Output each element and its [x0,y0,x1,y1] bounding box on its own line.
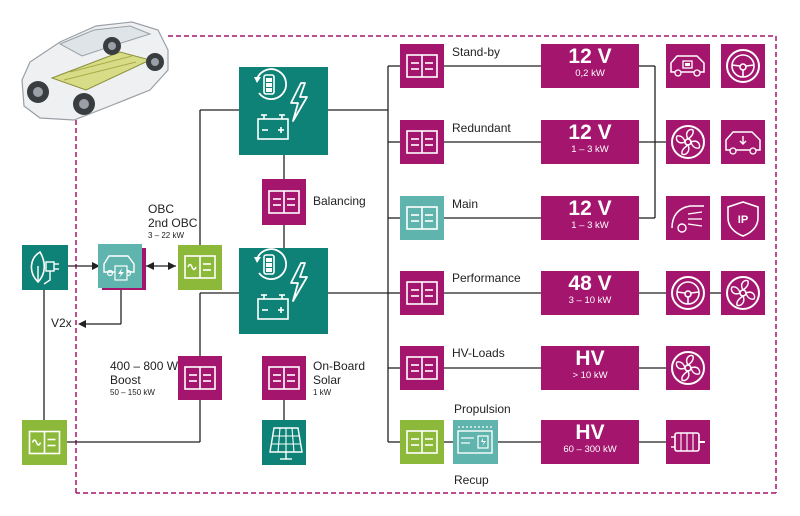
voltage-value: HV [575,421,605,444]
branch-converter-hv-loads [400,346,444,390]
electric-motor-icon [666,420,710,464]
voltage-value: 48 V [568,272,612,295]
boost-title: 400 – 800 W [110,359,179,373]
voltage-value: HV [575,347,605,370]
branch-converter-performance [400,271,444,315]
fan-icon [666,120,710,164]
branch-converter-redundant [400,120,444,164]
steering-wheel-icon [666,271,710,315]
car-brake-icon [721,120,765,164]
external-acdc-converter [22,420,67,465]
obc-power: 3 – 22 kW [148,230,185,240]
obc-title: OBC [148,202,175,216]
boost-name: Boost [110,372,141,387]
inverter-icon [453,420,498,464]
obc-acdc-converter [178,245,222,290]
branch-name-main: Main [452,197,479,212]
branch-converter-propulsion [400,420,444,464]
voltage-text-redundant: 12 V 1 – 3 kW [541,122,639,156]
branch-name-text: Redundant [452,121,511,135]
grid-plug-icon [22,245,68,290]
power-value: 0,2 kW [575,68,605,79]
power-value: 3 – 10 kW [568,295,612,306]
branch-name-hv-loads: HV-Loads [452,346,505,361]
voltage-box-main [541,196,639,240]
propulsion-text: Propulsion [454,402,511,416]
ip-label: IP [738,214,748,226]
power-value: 60 – 300 kW [563,444,617,455]
branch-converter-main [400,196,444,240]
car-lock-icon [666,44,710,88]
voltage-text-main: 12 V 1 – 3 kW [541,198,639,232]
voltage-text-standby: 12 V 0,2 kW [541,46,639,80]
voltage-box-standby [541,44,639,88]
branch-name-performance: Performance [452,271,521,286]
power-value: > 10 kW [572,370,608,381]
charging-station-icon [98,244,146,290]
voltage-box-performance [541,271,639,315]
voltage-box-redundant [541,120,639,164]
obc2-title: 2nd OBC [148,215,198,230]
power-value: 1 – 3 kW [571,144,609,155]
solar-name: Solar [313,372,342,387]
solar-panel-icon [262,420,306,465]
voltage-text-hv-loads: HV > 10 kW [541,348,639,382]
balancing-converter [262,179,306,225]
boost-power: 50 – 150 kW [110,387,155,397]
fan-icon [721,271,765,315]
boost-converter [178,356,222,400]
connection-lines [43,65,721,443]
fan-icon [666,346,710,390]
recup-text: Recup [454,473,489,487]
branch-name-text: Main [452,197,479,211]
recup-label: Recup [454,473,489,488]
voltage-value: 12 V [568,197,612,220]
solar-title: On-Board [313,359,366,373]
solar-label: On-Board Solar 1 kW [313,359,366,397]
balancing-label: Balancing [313,194,366,209]
voltage-value: 12 V [568,121,612,144]
solar-converter [262,356,306,400]
voltage-text-propulsion: HV 60 – 300 kW [541,422,639,456]
branch-converter-standby [400,44,444,88]
steering-wheel-icon [721,44,765,88]
voltage-text-performance: 48 V 3 – 10 kW [541,273,639,307]
propulsion-label: Propulsion [454,402,511,417]
branch-name-text: HV-Loads [452,346,505,360]
obc-label: OBC 2nd OBC 3 – 22 kW [148,202,198,240]
v2x-label: V2x [51,316,72,331]
solar-power: 1 kW [313,387,332,397]
voltage-box-hv-loads [541,346,639,390]
hv-battery-bottom [239,248,328,334]
branch-name-text: Performance [452,271,521,285]
car-illustration [21,21,169,121]
branch-name-redundant: Redundant [452,121,511,136]
vehicle-boundary [75,35,777,494]
boost-label: 400 – 800 W Boost 50 – 150 kW [110,359,179,397]
car-headlight-icon [666,196,710,240]
ip-shield-icon: IP [721,196,765,240]
power-value: 1 – 3 kW [571,220,609,231]
balancing-text: Balancing [313,194,366,208]
branch-name-standby: Stand-by [452,45,501,60]
voltage-box-propulsion [541,420,639,464]
voltage-value: 12 V [568,45,612,68]
branch-name-text: Stand-by [452,45,501,59]
v2x-text: V2x [51,316,72,330]
hv-battery-top [239,67,328,155]
